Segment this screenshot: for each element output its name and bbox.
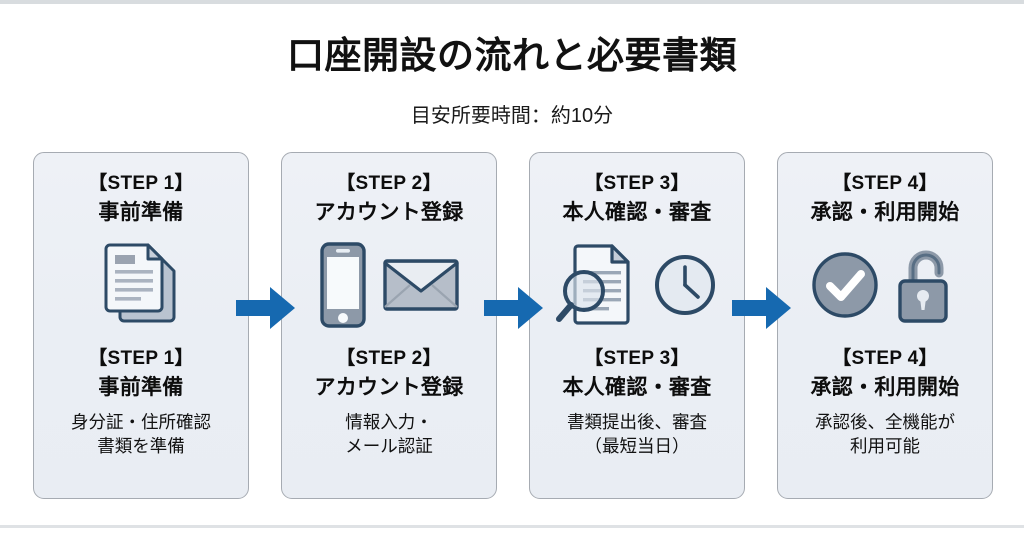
step-2-top-label: 【STEP 2】 xyxy=(336,173,442,194)
bottom-edge-strip xyxy=(0,525,1024,528)
step-card-4[interactable]: 【STEP 4】 承認・利用開始 【STEP 4】 xyxy=(777,152,993,499)
page-subtitle: 目安所要時間：約10分 xyxy=(410,105,614,127)
step-4-icon-area xyxy=(810,236,960,340)
smartphone-icon xyxy=(318,241,368,334)
step-1-heading: 【STEP 1】 事前準備 xyxy=(88,171,194,228)
step-3-bottom-label: 【STEP 3】 xyxy=(584,347,690,369)
step-3-desc-line-2: （最短当日） xyxy=(584,435,690,456)
step-3-top-label: 【STEP 3】 xyxy=(584,173,690,194)
step-1-bottom-title: 事前準備 xyxy=(98,375,184,399)
step-1-desc-line-2: 書類を準備 xyxy=(97,435,185,456)
unlocked-padlock-icon xyxy=(894,243,960,332)
step-2-desc-line-2: メール認証 xyxy=(345,435,433,456)
step-3-top-title: 本人確認・審査 xyxy=(562,200,712,224)
step-3-heading: 【STEP 3】 本人確認・審査 xyxy=(562,171,711,228)
step-4-bottom-label: 【STEP 4】 xyxy=(832,347,938,369)
clock-icon xyxy=(652,252,718,323)
step-4-heading: 【STEP 4】 承認・利用開始 xyxy=(810,171,959,228)
step-2-heading: 【STEP 2】 アカウント登録 xyxy=(314,171,463,228)
arrow-step2-to-step3 xyxy=(484,283,544,333)
arrow-step1-to-step2 xyxy=(236,283,296,333)
arrow-step3-to-step4 xyxy=(732,283,792,333)
step-4-top-title: 承認・利用開始 xyxy=(810,200,960,224)
step-1-desc-line-1: 身分証・住所確認 xyxy=(71,411,211,432)
step-3-icon-area xyxy=(556,236,718,340)
step-2-bottom-label: 【STEP 2】 xyxy=(336,347,442,369)
bottom-white-margin xyxy=(0,528,1024,541)
step-2-desc-line-1: 情報入力・ xyxy=(345,411,433,432)
step-1-top-label: 【STEP 1】 xyxy=(88,173,194,194)
step-card-3[interactable]: 【STEP 3】 本人確認・審査 xyxy=(529,152,745,499)
step-1-description: 身分証・住所確認 書類を準備 xyxy=(71,410,211,458)
step-1-top-title: 事前準備 xyxy=(98,200,184,224)
step-4-bottom-title: 承認・利用開始 xyxy=(810,375,960,399)
step-1-icon-area xyxy=(102,236,180,340)
step-2-bottom-title: アカウント登録 xyxy=(314,375,464,399)
step-card-1[interactable]: 【STEP 1】 事前準備 【STE xyxy=(33,152,249,499)
step-4-footer: 【STEP 4】 承認・利用開始 承認後、全機能が 利用可能 xyxy=(810,346,959,458)
step-2-icon-area xyxy=(318,236,460,340)
step-2-description: 情報入力・ メール認証 xyxy=(314,410,463,458)
step-3-description: 書類提出後、審査 （最短当日） xyxy=(562,410,711,458)
step-4-desc-line-2: 利用可能 xyxy=(849,435,920,456)
step-2-footer: 【STEP 2】 アカウント登録 情報入力・ メール認証 xyxy=(314,346,463,458)
step-3-desc-line-1: 書類提出後、審査 xyxy=(566,411,707,432)
documents-icon xyxy=(102,241,180,334)
step-2-top-title: アカウント登録 xyxy=(314,200,464,224)
step-1-bottom-label: 【STEP 1】 xyxy=(88,347,194,369)
step-1-footer: 【STEP 1】 事前準備 身分証・住所確認 書類を準備 xyxy=(71,346,211,458)
step-3-footer: 【STEP 3】 本人確認・審査 書類提出後、審査 （最短当日） xyxy=(562,346,711,458)
step-3-bottom-title: 本人確認・審査 xyxy=(562,375,712,399)
step-4-desc-line-1: 承認後、全機能が xyxy=(814,411,955,432)
envelope-icon xyxy=(382,255,460,320)
step-4-top-label: 【STEP 4】 xyxy=(832,173,938,194)
check-circle-icon xyxy=(810,250,880,325)
page-title: 口座開設の流れと必要書類 xyxy=(287,35,737,76)
document-magnifier-icon xyxy=(556,241,638,334)
step-4-description: 承認後、全機能が 利用可能 xyxy=(810,410,959,458)
step-card-2[interactable]: 【STEP 2】 アカウント登録 【STEP 2】 xyxy=(281,152,497,499)
top-edge-strip xyxy=(0,0,1024,4)
